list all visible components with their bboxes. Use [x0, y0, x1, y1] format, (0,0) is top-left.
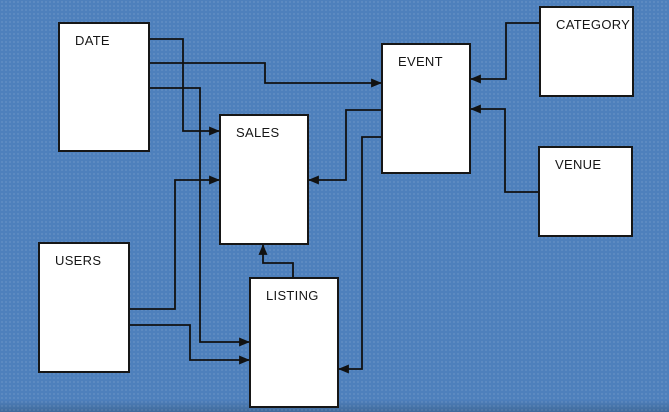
edge-category-event	[470, 22, 539, 84]
entity-box-sales: SALES	[219, 114, 309, 245]
entity-box-listing: LISTING	[249, 277, 339, 408]
entity-box-event: EVENT	[381, 43, 471, 174]
entity-label-users: USERS	[55, 253, 102, 268]
entity-label-category: CATEGORY	[556, 17, 631, 32]
edge-users-listing	[130, 324, 250, 365]
edge-date-sales	[150, 38, 220, 136]
edge-date-event	[150, 62, 382, 88]
edge-listing-sales	[258, 244, 294, 277]
edge-event-listing	[338, 136, 381, 374]
edge-users-sales	[130, 175, 220, 310]
entity-label-sales: SALES	[236, 125, 280, 140]
entity-box-date: DATE	[58, 22, 150, 152]
entity-label-date: DATE	[75, 33, 110, 48]
entity-box-category: CATEGORY	[539, 6, 634, 97]
entity-box-venue: VENUE	[538, 146, 633, 237]
entity-label-listing: LISTING	[266, 288, 319, 303]
entity-label-event: EVENT	[398, 54, 443, 69]
edge-venue-event	[470, 104, 538, 193]
entity-box-users: USERS	[38, 242, 130, 373]
edge-event-sales	[308, 109, 381, 185]
entity-label-venue: VENUE	[555, 157, 602, 172]
